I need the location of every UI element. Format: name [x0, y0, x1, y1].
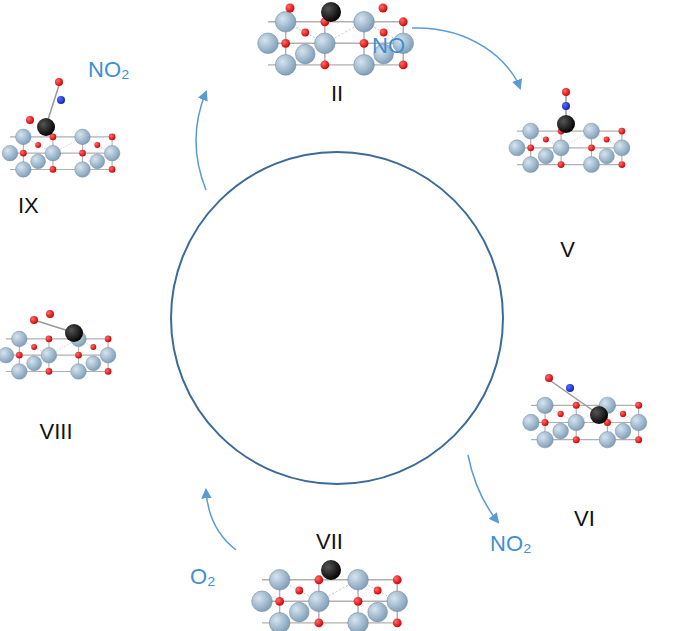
structure-label: VII — [316, 530, 343, 554]
structure-label: IX — [18, 194, 39, 218]
structure-node: VI — [522, 365, 647, 533]
structure-node: VIII — [0, 300, 112, 446]
structure-label: II — [331, 82, 343, 106]
structure-label: VIII — [39, 420, 72, 444]
structure-node: IX — [0, 72, 115, 220]
structure-node: V — [505, 88, 630, 264]
species-label: O₂ — [190, 565, 216, 589]
reaction-arrow — [412, 28, 520, 88]
species-label: NO₂ — [88, 58, 130, 82]
structure-label: V — [560, 238, 575, 262]
structure-node: VII — [252, 530, 407, 629]
reactant-label: NO — [372, 34, 405, 58]
species-label: NO₂ — [490, 532, 532, 556]
structure-label: VI — [574, 507, 595, 531]
